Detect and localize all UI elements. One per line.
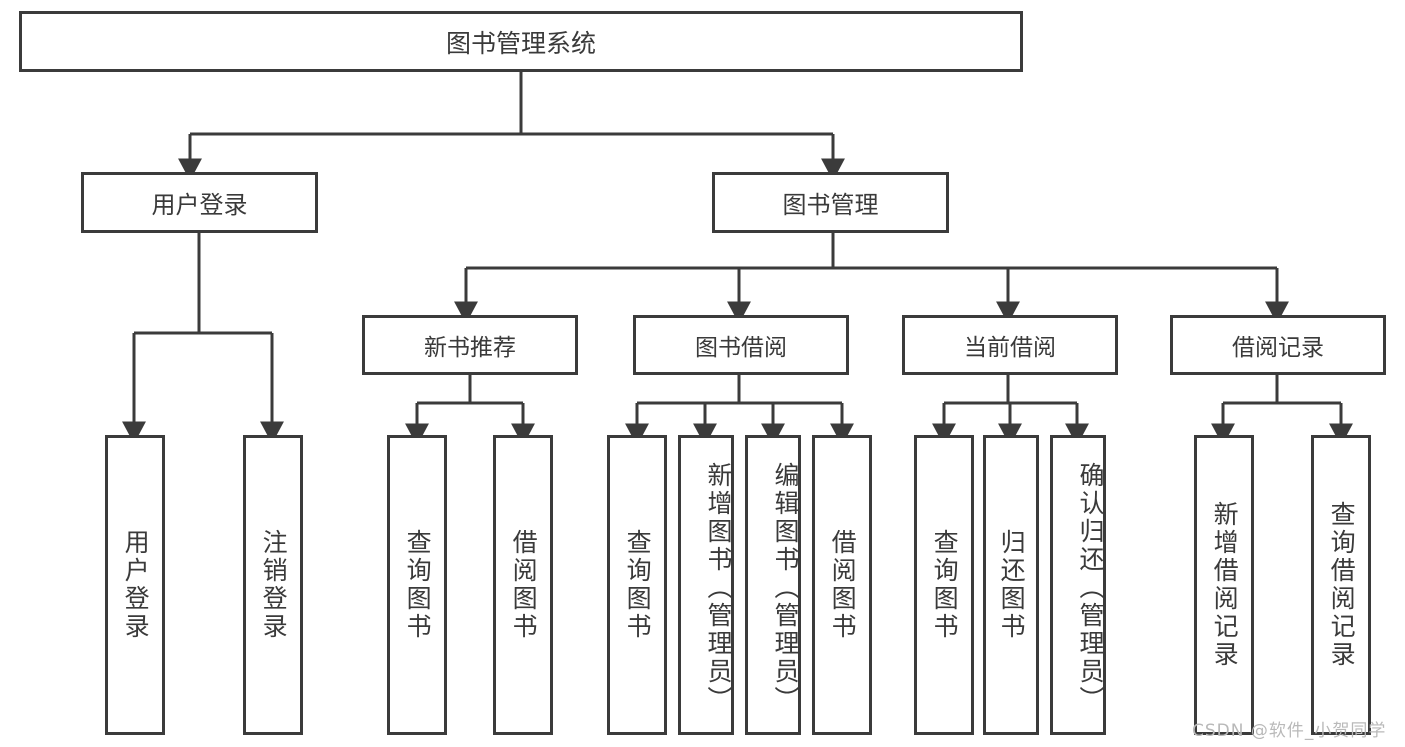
leaf-label: 查询图书	[403, 529, 433, 641]
leaf-add-book-admin[interactable]: 新增图书（管理员）	[678, 435, 734, 735]
leaf-label: 新增借阅记录	[1210, 501, 1240, 669]
leaf-query-book-borrow[interactable]: 查询图书	[607, 435, 667, 735]
leaf-label: 用户登录	[121, 529, 151, 641]
leaf-label: 确认归还（管理员）	[1076, 462, 1105, 714]
leaf-label: 借阅图书	[828, 529, 858, 641]
leaf-label: 查询图书	[623, 529, 653, 641]
leaf-label: 查询图书	[930, 529, 960, 641]
leaf-user-login[interactable]: 用户登录	[105, 435, 165, 735]
leaf-add-borrow-record[interactable]: 新增借阅记录	[1194, 435, 1254, 735]
leaf-borrow-book-newbook[interactable]: 借阅图书	[493, 435, 553, 735]
node-user-login[interactable]: 用户登录	[81, 172, 318, 233]
leaf-query-book-newbook[interactable]: 查询图书	[387, 435, 447, 735]
node-book-borrow[interactable]: 图书借阅	[633, 315, 849, 375]
leaf-label: 注销登录	[259, 529, 289, 641]
leaf-label: 新增图书（管理员）	[704, 462, 733, 714]
leaf-query-book-current[interactable]: 查询图书	[914, 435, 974, 735]
node-new-book-recommend[interactable]: 新书推荐	[362, 315, 578, 375]
node-borrow-record[interactable]: 借阅记录	[1170, 315, 1386, 375]
leaf-label: 查询借阅记录	[1327, 501, 1357, 669]
node-book-management[interactable]: 图书管理	[712, 172, 949, 233]
node-root-system[interactable]: 图书管理系统	[19, 11, 1023, 72]
leaf-logout-login[interactable]: 注销登录	[243, 435, 303, 735]
leaf-return-book[interactable]: 归还图书	[983, 435, 1039, 735]
leaf-label: 归还图书	[997, 529, 1027, 641]
leaf-confirm-return-admin[interactable]: 确认归还（管理员）	[1050, 435, 1106, 735]
leaf-edit-book-admin[interactable]: 编辑图书（管理员）	[745, 435, 801, 735]
node-current-borrow[interactable]: 当前借阅	[902, 315, 1118, 375]
leaf-borrow-book-borrow[interactable]: 借阅图书	[812, 435, 872, 735]
leaf-label: 编辑图书（管理员）	[771, 462, 800, 714]
watermark-text: CSDN @软件_小贺同学	[1192, 721, 1387, 741]
leaf-query-borrow-record[interactable]: 查询借阅记录	[1311, 435, 1371, 735]
leaf-label: 借阅图书	[509, 529, 539, 641]
